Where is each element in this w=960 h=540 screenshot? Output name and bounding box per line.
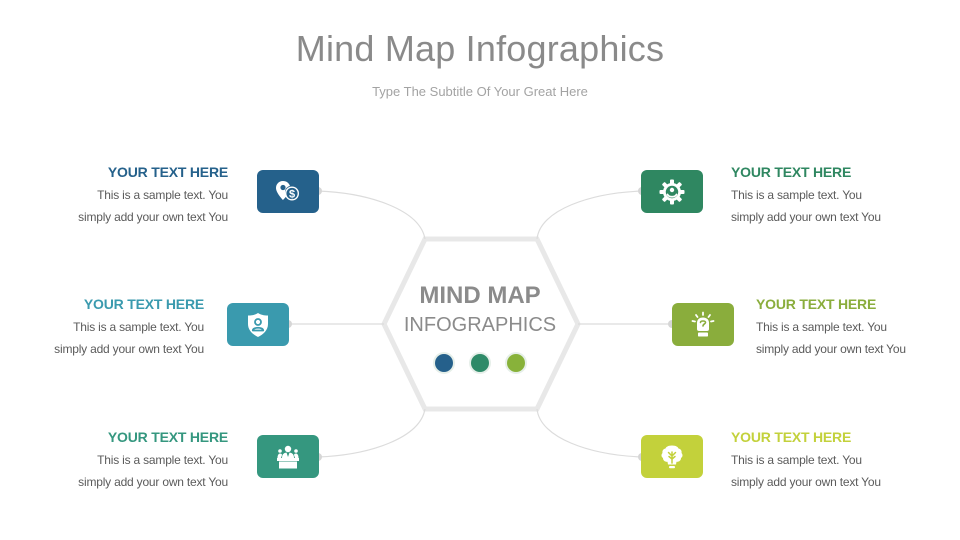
item-body: This is a sample text. You simply add yo… [731, 449, 931, 493]
item-body-line-1: This is a sample text. You [97, 453, 228, 467]
node-left-top[interactable]: $ [257, 170, 319, 213]
item-body-line-2: simply add your own text You [78, 475, 228, 489]
idea-hand-icon [691, 311, 715, 336]
text-block-right-bottom: YOUR TEXT HERE This is a sample text. Yo… [731, 429, 931, 493]
speaker-podium-icon [277, 445, 299, 468]
shield-user-icon [248, 312, 268, 337]
item-body: This is a sample text. You simply add yo… [4, 316, 204, 360]
center-dot-lime [507, 354, 525, 372]
svg-text:$: $ [289, 188, 295, 200]
node-right-bottom[interactable] [641, 435, 703, 478]
center-subtitle: INFOGRAPHICS [403, 314, 557, 336]
item-body: This is a sample text. You simply add yo… [756, 316, 956, 360]
item-body: This is a sample text. You simply add yo… [28, 449, 228, 493]
item-heading: YOUR TEXT HERE [107, 429, 228, 445]
node-right-middle[interactable] [672, 303, 734, 346]
item-body-line-2: simply add your own text You [78, 210, 228, 224]
text-block-left-top: YOUR TEXT HERE This is a sample text. Yo… [28, 164, 228, 228]
page-title: Mind Map Infographics [295, 28, 665, 69]
text-block-right-middle: YOUR TEXT HERE This is a sample text. Yo… [756, 296, 956, 360]
item-body-line-2: simply add your own text You [731, 475, 881, 489]
item-heading: YOUR TEXT HERE [756, 296, 877, 312]
text-block-left-middle: YOUR TEXT HERE This is a sample text. Yo… [4, 296, 204, 360]
text-block-left-bottom: YOUR TEXT HERE This is a sample text. Yo… [28, 429, 228, 493]
location-money-icon: $ [276, 180, 299, 200]
gear-user-icon [659, 179, 685, 204]
item-body-line-1: This is a sample text. You [731, 453, 862, 467]
item-body-line-2: simply add your own text You [54, 342, 204, 356]
item-body-line-1: This is a sample text. You [73, 320, 204, 334]
node-left-bottom[interactable] [257, 435, 319, 478]
node-right-top[interactable] [641, 170, 703, 213]
item-body-line-2: simply add your own text You [756, 342, 906, 356]
page-subtitle: Type The Subtitle Of Your Great Here [372, 84, 588, 99]
item-body-line-1: This is a sample text. You [756, 320, 887, 334]
item-body: This is a sample text. You simply add yo… [28, 184, 228, 228]
text-block-right-top: YOUR TEXT HERE This is a sample text. Yo… [731, 164, 931, 228]
brain-growth-icon [661, 445, 683, 468]
item-heading: YOUR TEXT HERE [83, 296, 204, 312]
item-heading: YOUR TEXT HERE [731, 164, 852, 180]
item-body-line-2: simply add your own text You [731, 210, 881, 224]
item-heading: YOUR TEXT HERE [731, 429, 852, 445]
center-dot-green [471, 354, 489, 372]
item-body-line-1: This is a sample text. You [97, 188, 228, 202]
item-body-line-1: This is a sample text. You [731, 188, 862, 202]
item-heading: YOUR TEXT HERE [107, 164, 228, 180]
item-body: This is a sample text. You simply add yo… [731, 184, 931, 228]
center-dot-blue [435, 354, 453, 372]
center-title: MIND MAP [419, 282, 541, 309]
node-left-middle[interactable] [227, 303, 289, 346]
